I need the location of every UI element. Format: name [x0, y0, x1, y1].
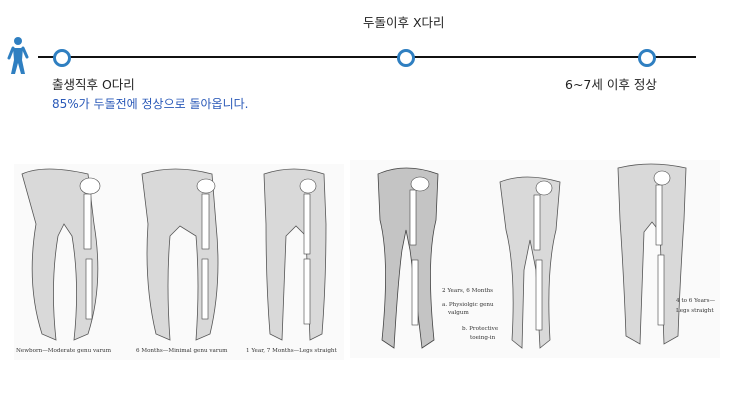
caption-nineteen-months: 1 Year, 7 Months—Legs straight	[246, 348, 337, 354]
timeline-dot-middle	[397, 49, 415, 67]
illustration-left-plate: Newborn—Moderate genu varum 6 Months—Min…	[14, 164, 344, 360]
caption-newborn: Newborn—Moderate genu varum	[16, 348, 112, 354]
caption-six-months: 6 Months—Minimal genu varum	[136, 348, 228, 354]
caption-thirty-months: 2 Years, 6 Months	[442, 288, 494, 294]
timeline-dot-end	[638, 49, 656, 67]
caption-four-six-years-a: 4 to 6 Years—	[676, 298, 716, 304]
thirty-month-front-legs-figure	[377, 167, 439, 349]
timeline-line	[38, 56, 696, 58]
leg-illustrations-right	[377, 163, 687, 349]
caption-protective-a: b. Protective	[462, 326, 499, 332]
caption-four-six-years-b: Legs straight	[676, 308, 714, 314]
illustration-right-plate: 2 Years, 6 Months a. Physiolgic genu val…	[350, 160, 720, 358]
end-label: 6~7세 이후 정상	[565, 77, 657, 92]
thirty-month-side-legs-figure	[499, 176, 561, 349]
nineteen-month-legs-figure	[263, 168, 327, 341]
four-to-six-year-legs-figure	[617, 163, 687, 345]
newborn-legs-figure	[21, 168, 101, 341]
caption-physiologic-b: valgum	[448, 310, 469, 316]
middle-label: 두돌이후 X다리	[363, 15, 445, 30]
timeline-dot-start	[53, 49, 71, 67]
walking-person-icon	[7, 37, 29, 74]
leg-illustrations-left	[21, 168, 327, 341]
caption-protective-b: toeing-in	[470, 335, 496, 341]
caption-physiologic-a: a. Physiolgic genu	[442, 302, 494, 308]
six-month-legs-figure	[141, 168, 219, 341]
start-label: 출생직후 O다리	[52, 77, 135, 92]
start-note: 85%가 두돌전에 정상으로 돌아옵니다.	[52, 97, 249, 111]
